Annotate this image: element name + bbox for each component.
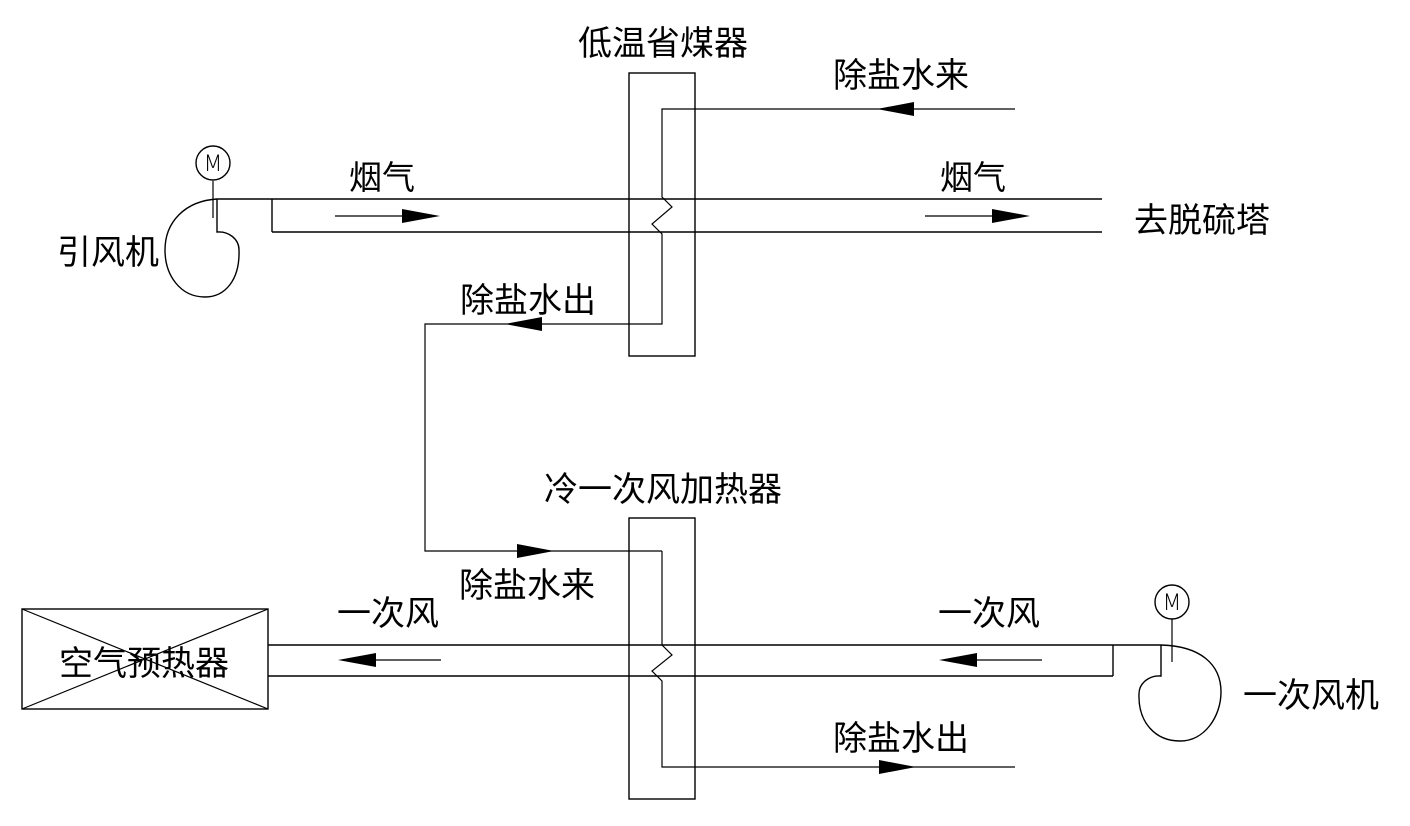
air-preheater-cross-2 [21,608,269,710]
bottom-water-in-label: 除盐水来 [459,566,595,606]
primary-air-right-label: 一次风 [938,594,1040,634]
flue-gas-in-label: 烟气 [349,158,415,197]
bottom-water-in-arrow-head [517,544,554,558]
induced-fan-motor-label: M [204,152,223,177]
flue-gas-out-label: 烟气 [940,158,1006,197]
primary-air-heater-body [628,517,696,800]
low-temp-economizer-body [628,72,696,357]
air-preheater-label: 空气预热器 [59,644,229,684]
economizer-water-coil [424,108,1015,552]
primary-fan-motor-label: M [1163,591,1182,616]
primary-air-left-arrow-head [338,653,376,667]
flue-gas-in-arrow-head [402,209,440,223]
flue-gas-out-arrow-head [992,209,1030,223]
primary-air-left-label: 一次风 [337,594,439,634]
top-water-in-arrow-head [877,102,914,116]
air-preheater-box [21,608,269,710]
primary-air-heater-label: 冷一次风加热器 [544,470,782,510]
induced-fan-motor-icon [195,145,231,181]
primary-air-fan-volute [1138,644,1222,742]
primary-air-fan-label: 一次风机 [1243,676,1379,716]
top-water-out-label: 除盐水出 [460,281,596,321]
induced-draft-fan-label: 引风机 [57,233,159,273]
to-desulfurization-label: 去脱硫塔 [1134,201,1270,241]
low-temp-economizer-label: 低温省煤器 [578,24,748,64]
top-water-out-arrow-head [505,317,542,331]
bottom-water-out-arrow-head [879,760,916,774]
primary-air-right-arrow-head [939,653,977,667]
primary-fan-motor-icon [1154,584,1190,620]
top-water-in-label: 除盐水来 [833,56,969,96]
induced-draft-fan-volute [164,198,240,298]
bottom-water-out-label: 除盐水出 [833,719,969,759]
